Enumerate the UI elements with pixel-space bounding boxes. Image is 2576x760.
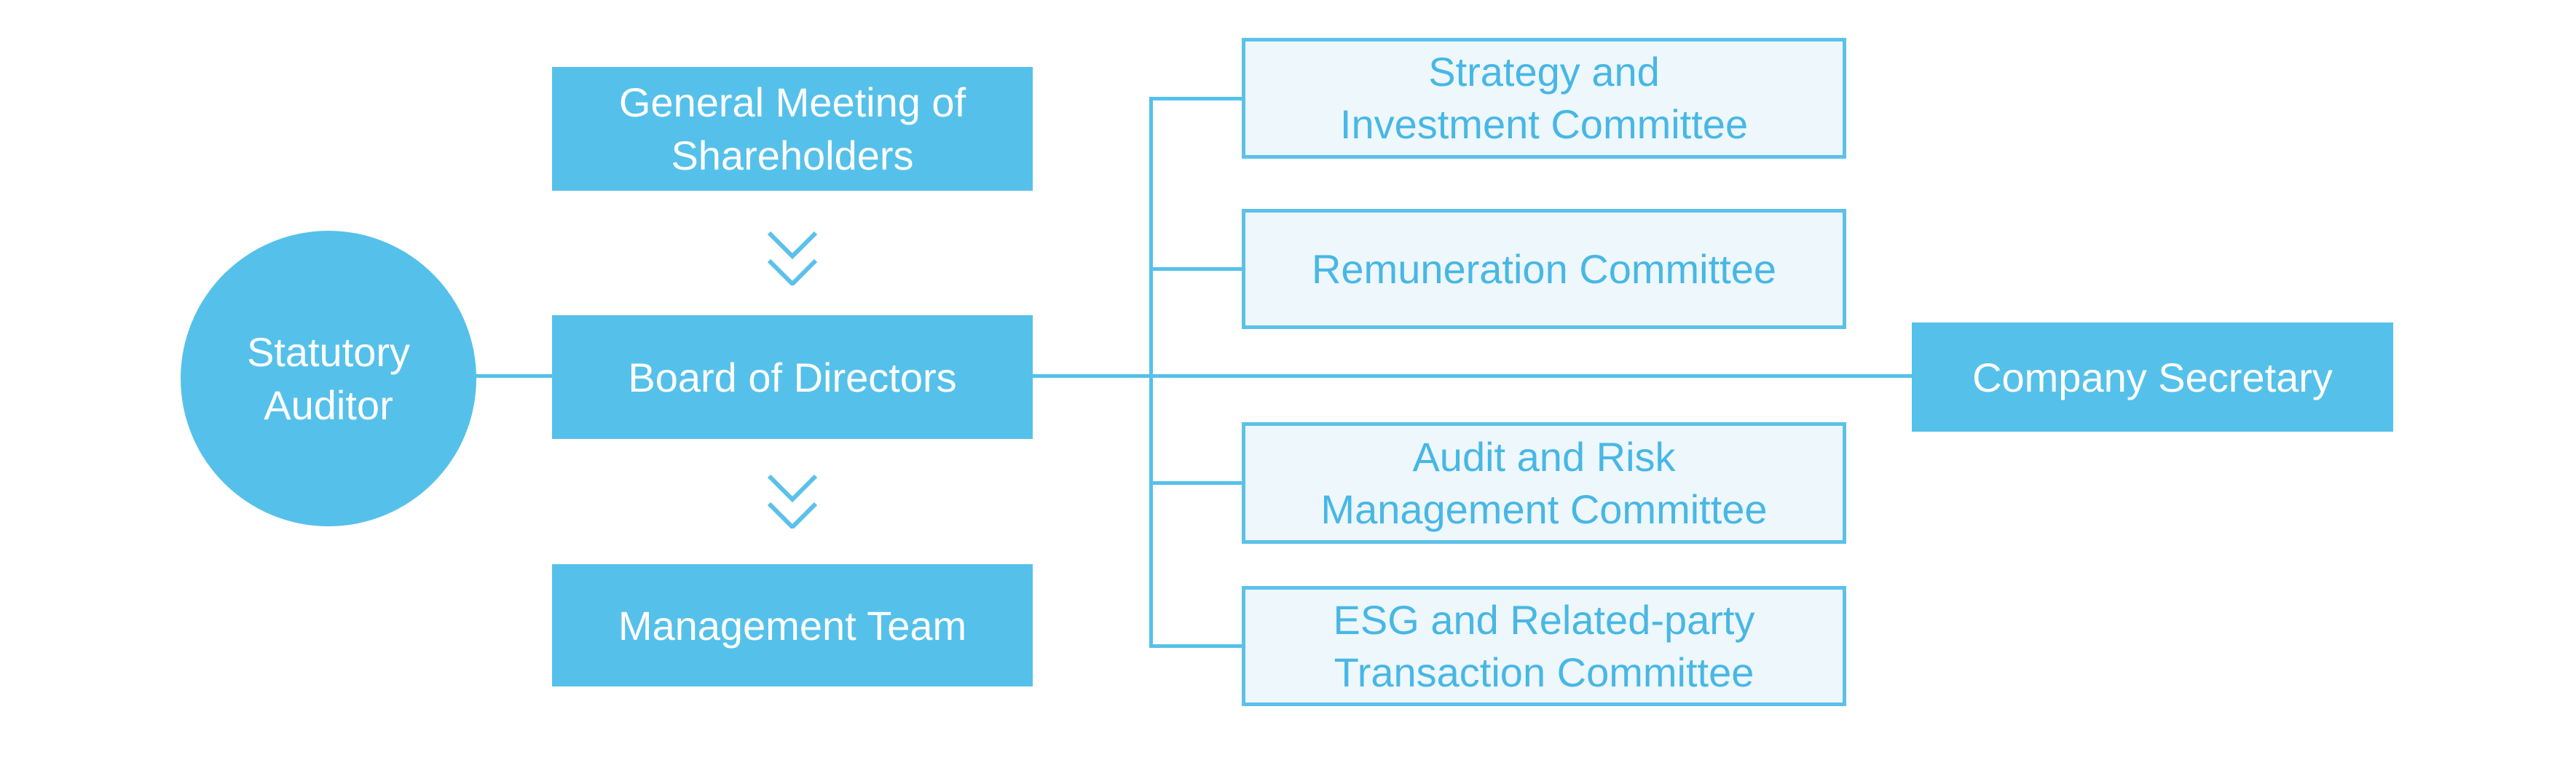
committee-label-line2: Management Committee	[1320, 486, 1768, 532]
general-meeting-label-line1: General Meeting of	[618, 79, 966, 125]
management-team-box: Management Team	[552, 564, 1033, 686]
committee-stub-line-remuneration	[1149, 267, 1242, 271]
committee-box-strategy-investment: Strategy and Investment Committee	[1242, 38, 1846, 159]
statutory-auditor-label-line1: Statutory	[246, 329, 411, 375]
committee-stub-line-audit	[1149, 481, 1242, 485]
board-of-directors-box: Board of Directors	[552, 315, 1033, 439]
connector-auditor-board	[470, 374, 554, 378]
committee-label-line1: ESG and Related-party	[1333, 596, 1755, 643]
committee-label-line1: Strategy and	[1428, 49, 1660, 95]
committee-label-line2: Investment Committee	[1339, 101, 1749, 147]
company-secretary-box: Company Secretary	[1912, 322, 2393, 432]
double-chevron-down-icon	[767, 474, 818, 529]
management-team-label: Management Team	[618, 602, 967, 649]
committee-stub-line-esg	[1149, 644, 1242, 648]
connector-board-secretary	[1033, 374, 1912, 378]
board-of-directors-label: Board of Directors	[628, 354, 957, 400]
general-meeting-box: General Meeting of Shareholders	[552, 67, 1033, 191]
committee-label-line1: Audit and Risk	[1412, 433, 1676, 480]
committee-box-audit-risk: Audit and Risk Management Committee	[1242, 422, 1846, 544]
statutory-auditor-circle: Statutory Auditor	[181, 231, 476, 526]
committee-label-line1: Remuneration Committee	[1311, 245, 1777, 292]
general-meeting-label-line2: Shareholders	[671, 132, 914, 178]
committee-label-line2: Transaction Committee	[1334, 649, 1754, 695]
double-chevron-down-icon	[767, 231, 818, 285]
statutory-auditor-label-line2: Auditor	[264, 382, 393, 428]
committee-stub-line-strategy	[1149, 97, 1242, 100]
committee-trunk-line	[1149, 97, 1153, 648]
committee-box-remuneration: Remuneration Committee	[1242, 209, 1846, 329]
company-secretary-label: Company Secretary	[1972, 354, 2333, 400]
committee-box-esg-related-party: ESG and Related-party Transaction Commit…	[1242, 586, 1846, 706]
